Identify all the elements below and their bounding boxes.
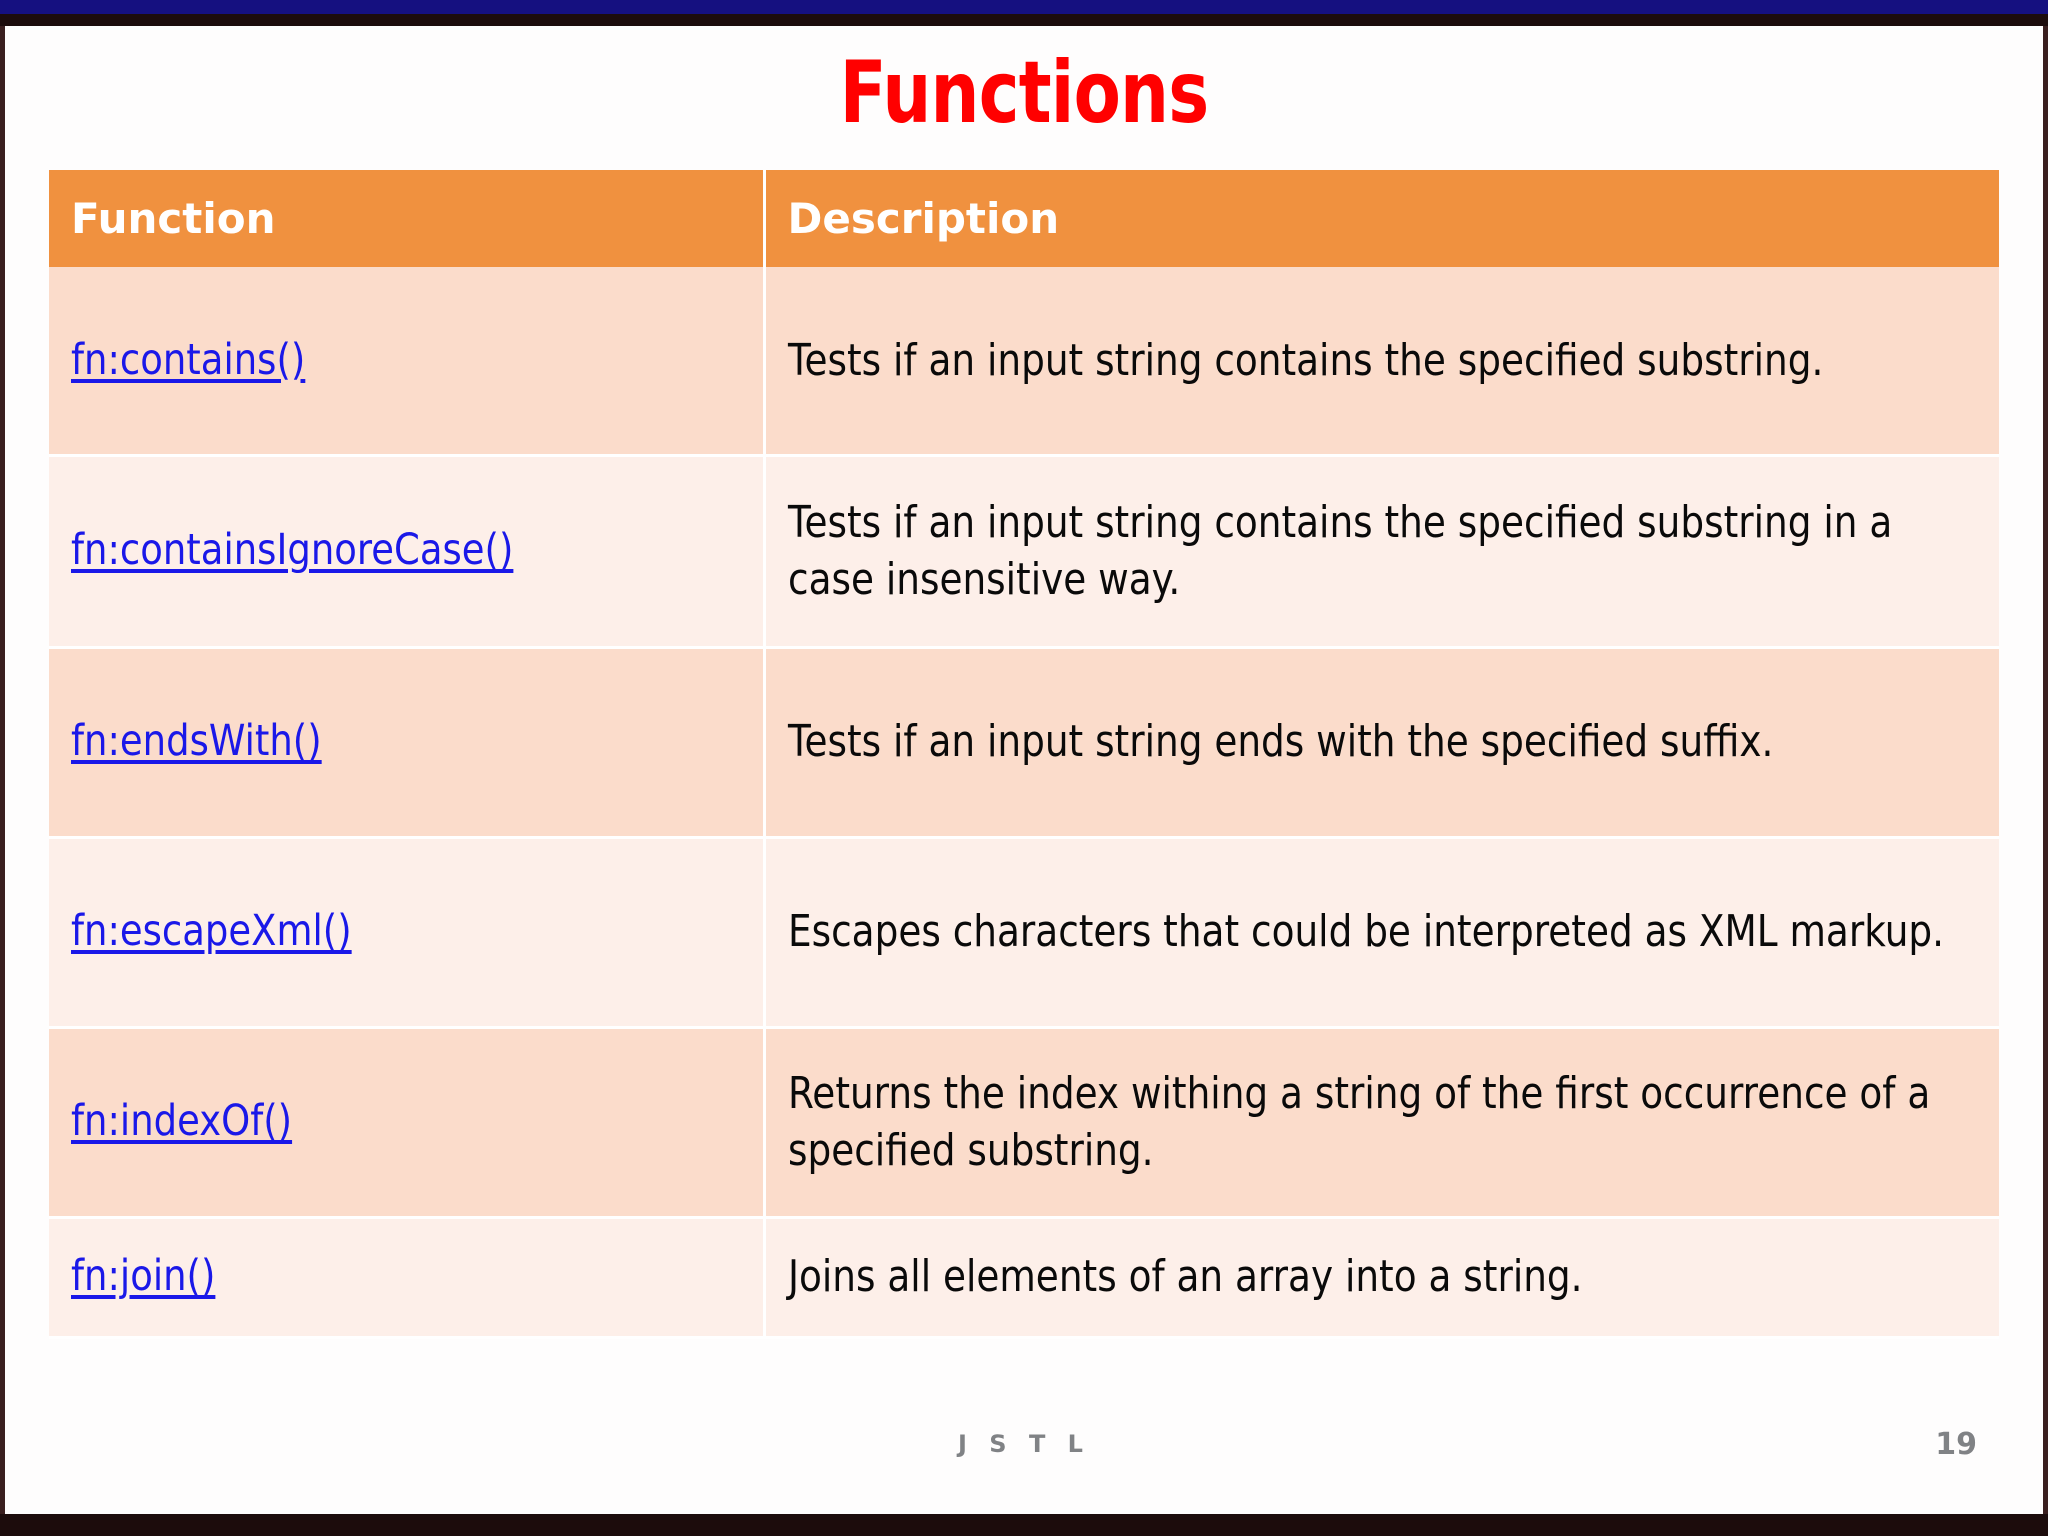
table-header-row: Function Description	[49, 170, 1999, 267]
left-edge-border	[0, 26, 5, 1514]
table-row: fn:indexOf() Returns the index withing a…	[49, 1027, 1999, 1219]
function-cell: fn:containsIgnoreCase()	[49, 455, 766, 649]
footer-label: J S T L	[958, 1430, 1090, 1458]
function-link-join[interactable]: fn:join()	[71, 1251, 216, 1302]
description-cell: Tests if an input string ends with the s…	[764, 647, 1999, 839]
function-link-containsignorecase[interactable]: fn:containsIgnoreCase()	[71, 525, 514, 576]
function-cell: fn:contains()	[49, 267, 766, 457]
description-text: Tests if an input string ends with the s…	[787, 716, 1773, 768]
table-row: fn:join() Joins all elements of an array…	[49, 1217, 1999, 1339]
description-cell: Tests if an input string contains the sp…	[764, 455, 1999, 649]
description-cell: Returns the index withing a string of th…	[764, 1027, 1999, 1219]
table-row: fn:endsWith() Tests if an input string e…	[49, 647, 1999, 839]
description-text: Escapes characters that could be interpr…	[787, 906, 1944, 958]
page-number: 19	[1935, 1427, 1977, 1462]
slide-canvas: Functions Function Description fn:contai…	[5, 26, 2043, 1514]
function-cell: fn:endsWith()	[49, 647, 766, 839]
function-link-escapexml[interactable]: fn:escapeXml()	[71, 906, 352, 957]
right-edge-border	[2043, 26, 2048, 1514]
function-cell: fn:indexOf()	[49, 1027, 766, 1219]
function-link-endswith[interactable]: fn:endsWith()	[71, 716, 322, 767]
description-cell: Escapes characters that could be interpr…	[764, 837, 1999, 1029]
description-text: Joins all elements of an array into a st…	[787, 1251, 1583, 1303]
page-title: Functions	[839, 43, 1210, 143]
description-text: Tests if an input string contains the sp…	[787, 496, 1892, 605]
description-text: Returns the index withing a string of th…	[787, 1067, 1930, 1176]
table-body: fn:contains() Tests if an input string c…	[49, 267, 1999, 1339]
description-cell: Joins all elements of an array into a st…	[764, 1217, 1999, 1339]
table-header: Function Description	[49, 170, 1999, 267]
description-cell: Tests if an input string contains the sp…	[764, 267, 1999, 457]
table-row: fn:containsIgnoreCase() Tests if an inpu…	[49, 455, 1999, 649]
functions-table: Function Description fn:contains() Tests…	[49, 170, 1999, 1339]
bottom-dark-band	[0, 1514, 2048, 1536]
function-cell: fn:escapeXml()	[49, 837, 766, 1029]
function-link-contains[interactable]: fn:contains()	[71, 334, 306, 385]
description-text: Tests if an input string contains the sp…	[787, 334, 1823, 386]
function-cell: fn:join()	[49, 1217, 766, 1339]
top-dark-band	[0, 14, 2048, 26]
table-row: fn:escapeXml() Escapes characters that c…	[49, 837, 1999, 1029]
column-header-description: Description	[764, 170, 1999, 267]
table-row: fn:contains() Tests if an input string c…	[49, 267, 1999, 457]
column-header-function: Function	[49, 170, 766, 267]
top-navy-band	[0, 0, 2048, 14]
function-link-indexof[interactable]: fn:indexOf()	[71, 1096, 293, 1147]
